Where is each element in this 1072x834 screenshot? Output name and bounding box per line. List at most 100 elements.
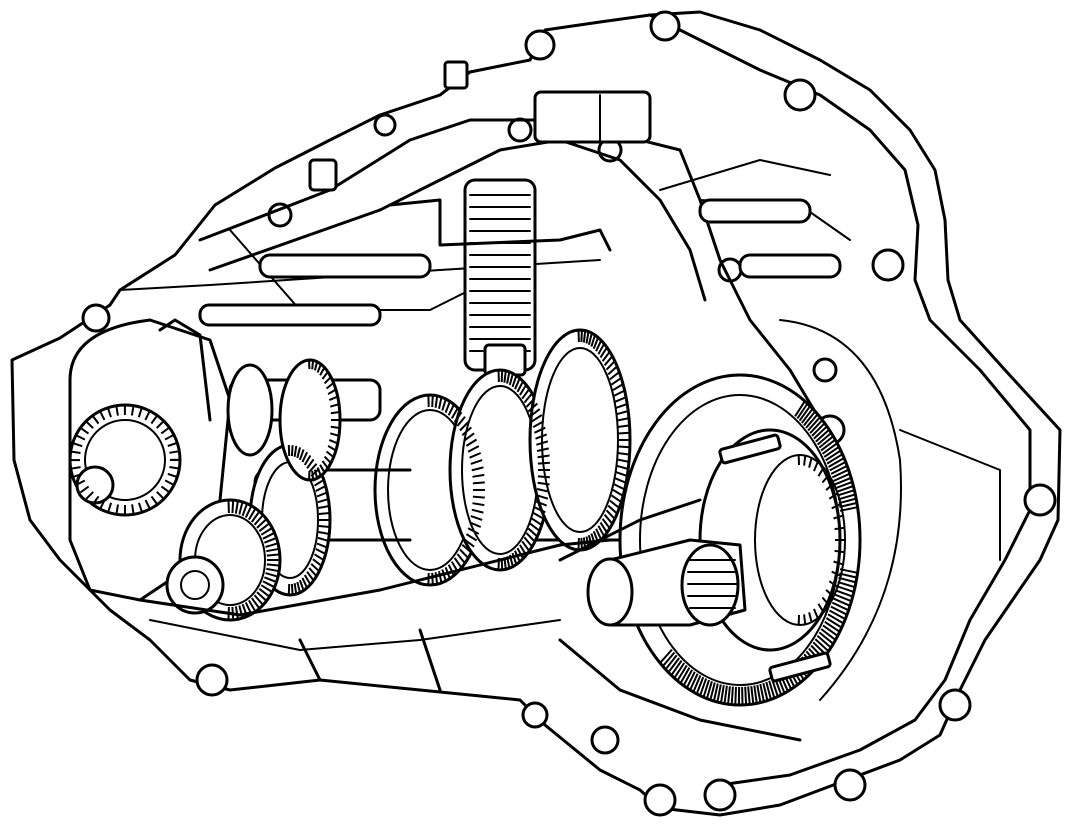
gear-tooth — [155, 420, 165, 429]
gear-tooth — [265, 572, 279, 578]
gear-tooth — [265, 542, 279, 548]
gear-tooth — [447, 404, 455, 416]
gear-tooth — [453, 557, 463, 569]
gear-tooth — [821, 474, 830, 484]
gear-tooth — [107, 502, 113, 513]
bolt-boss — [81, 303, 111, 333]
gear-tooth — [431, 395, 434, 408]
gear-tooth — [820, 438, 836, 452]
gear-tooth — [744, 686, 748, 705]
gear-tooth — [318, 505, 330, 509]
gear-tooth — [266, 563, 280, 567]
gear-tooth — [597, 343, 606, 355]
gear-tooth — [830, 464, 848, 475]
gear-tooth — [727, 686, 731, 705]
gear-tooth — [605, 360, 616, 371]
gear-tooth — [523, 392, 533, 404]
gear-tooth — [536, 494, 549, 500]
gear-tooth — [260, 584, 273, 593]
gear-tooth — [823, 445, 840, 458]
gear-tooth — [470, 515, 483, 521]
gear-tooth — [676, 664, 688, 682]
gear-tooth — [607, 365, 618, 376]
gear-tooth — [256, 518, 268, 529]
gear-tooth — [313, 479, 325, 487]
gear-tooth — [817, 467, 825, 477]
gear-tooth — [667, 657, 681, 674]
gear-tooth — [467, 527, 480, 535]
gear-tooth — [316, 542, 328, 549]
gear-tooth — [303, 574, 312, 586]
gear-tooth — [453, 411, 463, 423]
gear-tooth — [595, 339, 603, 352]
gear-tooth — [461, 543, 472, 554]
gear-tooth — [614, 396, 627, 403]
gear-tooth — [533, 506, 546, 514]
gear-tooth — [831, 570, 842, 577]
gear-tooth — [679, 667, 691, 684]
gear-tooth — [815, 428, 830, 443]
gear-tooth — [839, 572, 858, 579]
gear-tooth — [585, 331, 590, 344]
gear-tooth — [248, 599, 257, 613]
gear-teeth — [70, 329, 630, 621]
gear-tooth — [144, 499, 151, 510]
gear-tooth — [614, 477, 627, 484]
gear-tooth — [525, 532, 536, 543]
gear-tooth — [612, 383, 624, 392]
gear-tooth — [670, 660, 683, 676]
gear-tooth — [313, 469, 319, 479]
gear-tooth — [695, 676, 705, 695]
gear-tooth — [603, 355, 614, 366]
gear-tooth — [812, 608, 819, 619]
gear-tooth — [231, 500, 235, 514]
gear-tooth — [85, 420, 94, 429]
gear-tooth — [834, 526, 845, 531]
gear-tooth — [262, 531, 276, 540]
gear-tooth — [72, 442, 83, 448]
gear-tooth — [79, 485, 90, 494]
gear-tooth — [296, 447, 301, 459]
gear-tooth — [537, 461, 550, 465]
breather-cap — [443, 60, 469, 90]
gear-tooth — [822, 442, 838, 455]
gear-tooth — [821, 596, 830, 606]
gear-tooth — [323, 455, 332, 464]
gear-tooth — [456, 553, 466, 564]
gear-tooth — [511, 552, 518, 565]
gear-tooth — [822, 624, 839, 637]
gear-tooth — [610, 494, 622, 503]
gear-tooth — [91, 495, 100, 506]
gear-tooth — [311, 360, 315, 370]
gear-tooth — [756, 684, 762, 703]
gear-tooth — [753, 685, 758, 704]
gear-tooth — [592, 337, 600, 350]
gear-tooth — [315, 548, 327, 555]
gear-tooth — [167, 472, 178, 478]
gear-tooth — [169, 466, 180, 470]
gear-tooth — [834, 476, 852, 486]
gear-tooth — [316, 467, 322, 477]
bolt-boss — [938, 688, 972, 722]
gear-tooth — [325, 450, 335, 458]
bolt-boss — [590, 725, 620, 755]
bolt-boss — [833, 768, 867, 802]
gear-tooth — [472, 481, 485, 485]
gear-tooth — [723, 685, 728, 704]
gear-tooth — [803, 455, 807, 466]
gear-tooth — [315, 485, 327, 492]
gear-tooth — [317, 536, 329, 542]
gear-tooth — [836, 585, 855, 593]
gear-tooth — [253, 594, 264, 606]
gear-tooth — [290, 583, 294, 595]
gear-tooth — [771, 679, 779, 697]
gear-tooth — [160, 485, 171, 494]
gear-tooth — [330, 432, 340, 437]
gear-tooth — [537, 475, 550, 479]
gear-tooth — [616, 410, 629, 416]
gear-tooth — [617, 424, 630, 428]
gear-tooth — [72, 473, 83, 479]
gear-tooth — [444, 401, 451, 413]
gear-tooth — [115, 405, 119, 416]
